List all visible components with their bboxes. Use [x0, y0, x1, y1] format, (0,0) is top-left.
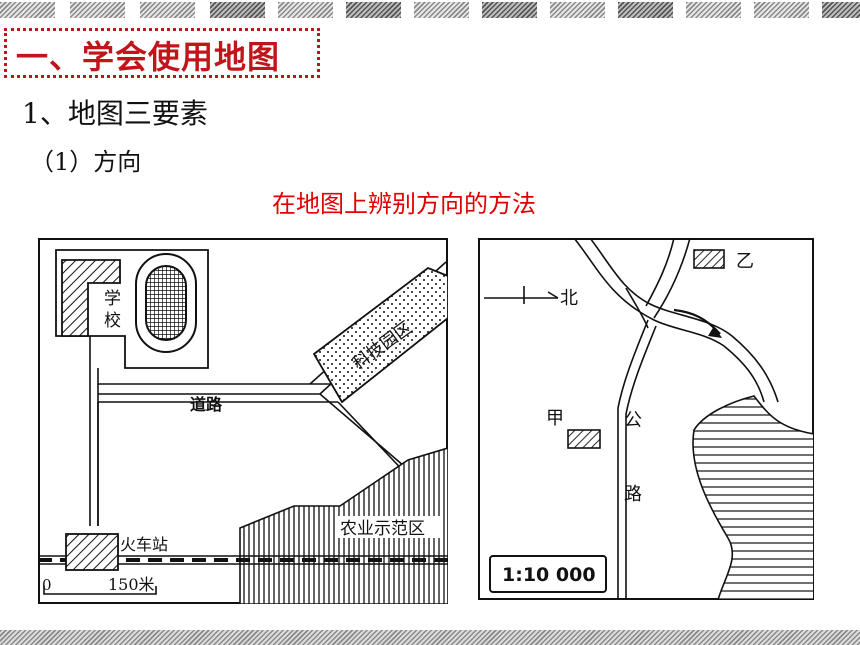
train-station-label: 火车站 — [120, 535, 168, 554]
river — [573, 239, 779, 403]
scale-box — [489, 555, 607, 593]
sports-field — [145, 265, 187, 341]
north-arrow: 北 — [484, 286, 578, 309]
strip-block — [278, 2, 333, 18]
strip-block — [140, 2, 195, 18]
strip-block — [754, 2, 809, 18]
scale-ratio: 1:10 000 — [502, 564, 596, 586]
place-b-marker — [693, 249, 725, 269]
strip-block — [822, 2, 860, 18]
heading-frame — [4, 28, 320, 78]
place-a-label: 甲 — [546, 408, 564, 429]
subheading: 1、地图三要素 — [22, 97, 208, 130]
bottom-decoration-strip — [0, 630, 860, 645]
strip-block — [0, 2, 55, 18]
left-map: 学 校 科技园区 道路 农业示范区 火车站 0 150米 — [38, 238, 448, 604]
scale-bar: 0 150米 — [42, 575, 157, 595]
agri-label-bg — [338, 516, 440, 538]
arrow-head — [708, 326, 722, 338]
scale-zero: 0 — [42, 576, 52, 594]
school-building — [61, 259, 121, 337]
north-label: 北 — [560, 288, 578, 309]
school-label-1: 学 — [104, 289, 121, 309]
strip-block — [414, 2, 469, 18]
highway-label-1: 公 — [624, 410, 642, 431]
strip-block — [70, 2, 125, 18]
train-station — [65, 533, 119, 571]
strip-block — [618, 2, 673, 18]
highway — [617, 319, 657, 599]
lake — [692, 395, 813, 599]
strip-block — [346, 2, 401, 18]
subsubheading: （1）方向 — [30, 148, 142, 176]
scale-value: 150米 — [108, 575, 155, 594]
method-caption: 在地图上辨别方向的方法 — [272, 190, 536, 218]
school-label-2: 校 — [104, 311, 121, 331]
place-a-marker — [567, 429, 601, 449]
top-decoration-strip — [0, 0, 860, 22]
strip-block — [686, 2, 741, 18]
section-heading: 一、学会使用地图 — [16, 38, 281, 76]
right-map: 北 乙 甲 公 路 1:10 000 — [478, 238, 814, 600]
tech-park-zone — [312, 266, 448, 404]
place-b-label: 乙 — [736, 251, 754, 272]
agri-zone-label: 农业示范区 — [340, 519, 425, 539]
highway-label-2: 路 — [624, 484, 642, 505]
road-label: 道路 — [190, 395, 223, 414]
strip-block — [210, 2, 265, 18]
strip-block — [550, 2, 605, 18]
strip-block — [482, 2, 537, 18]
